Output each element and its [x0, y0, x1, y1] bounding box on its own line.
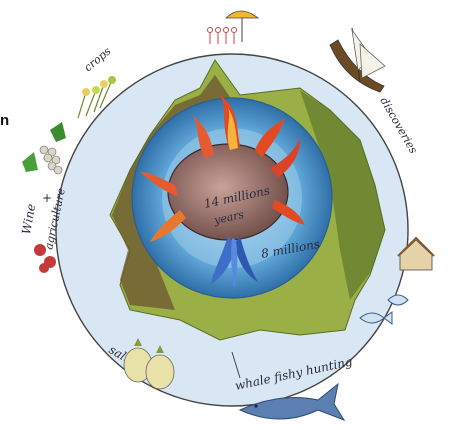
plus-label: +: [42, 191, 52, 205]
crops-label: crops: [82, 44, 114, 74]
edge-text-fragment: n: [0, 112, 9, 129]
sailboat-icon: [330, 28, 385, 92]
wine-label: Wine: [19, 203, 38, 236]
umbrella-people-icon: [208, 11, 259, 44]
